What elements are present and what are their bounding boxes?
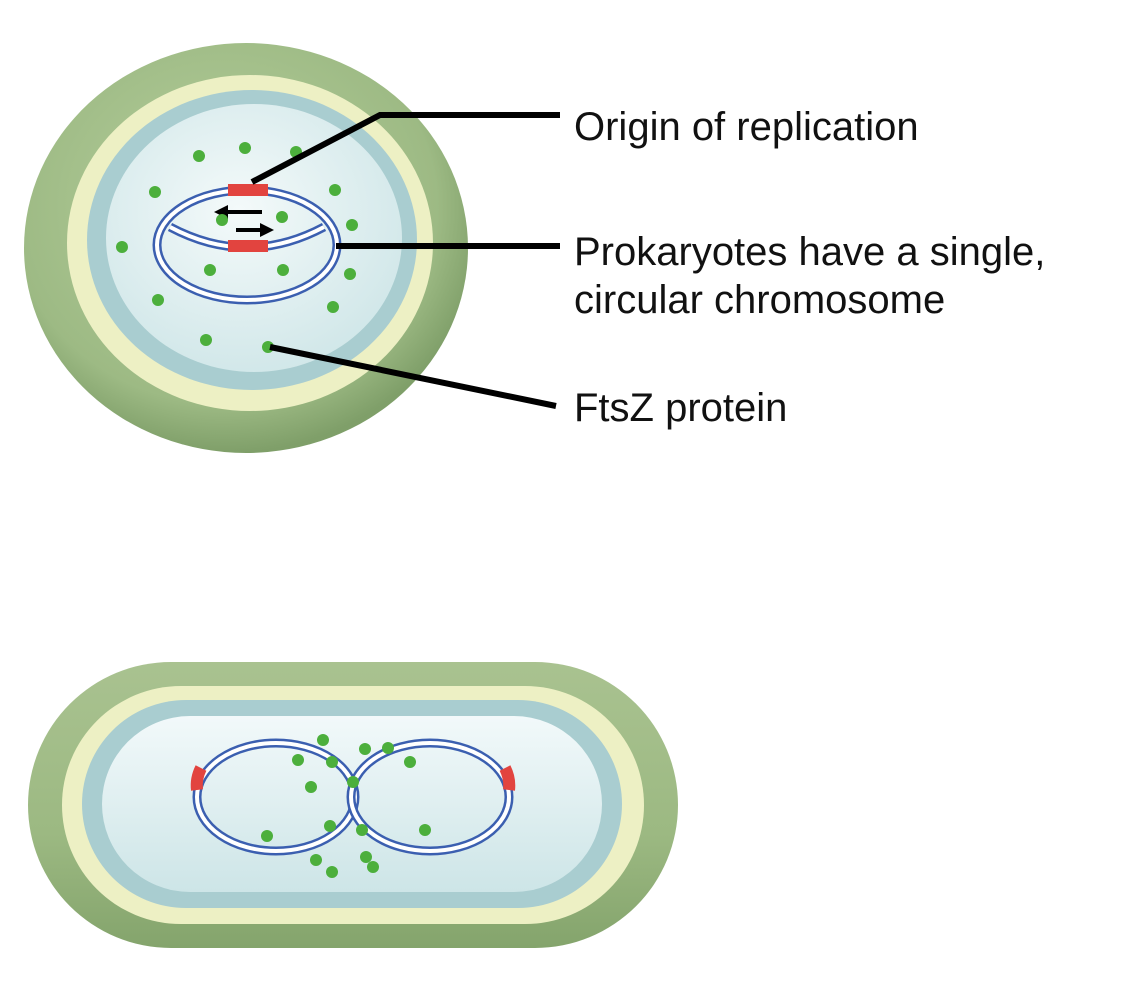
round-cell	[24, 43, 468, 453]
origin-of-replication-right	[499, 765, 516, 791]
ftsz-proteins	[116, 142, 358, 353]
origin-of-replication-bottom	[228, 240, 268, 252]
origin-leader	[250, 112, 560, 185]
ftsz-leader	[269, 344, 557, 409]
rod-cell	[28, 662, 678, 948]
label-ftsz-protein: FtsZ protein	[574, 386, 787, 430]
origin-of-replication-top	[228, 184, 268, 196]
cytoplasm	[106, 104, 402, 372]
label-origin-of-replication: Origin of replication	[574, 105, 919, 149]
ftsz-proteins-rod	[261, 734, 431, 878]
label-chromosome-line2: circular chromosome	[574, 278, 945, 322]
origin-of-replication-left	[190, 765, 207, 791]
leader-lines	[250, 112, 560, 409]
label-chromosome-line1: Prokaryotes have a single,	[574, 230, 1045, 274]
replicated-chromosomes	[192, 738, 514, 856]
